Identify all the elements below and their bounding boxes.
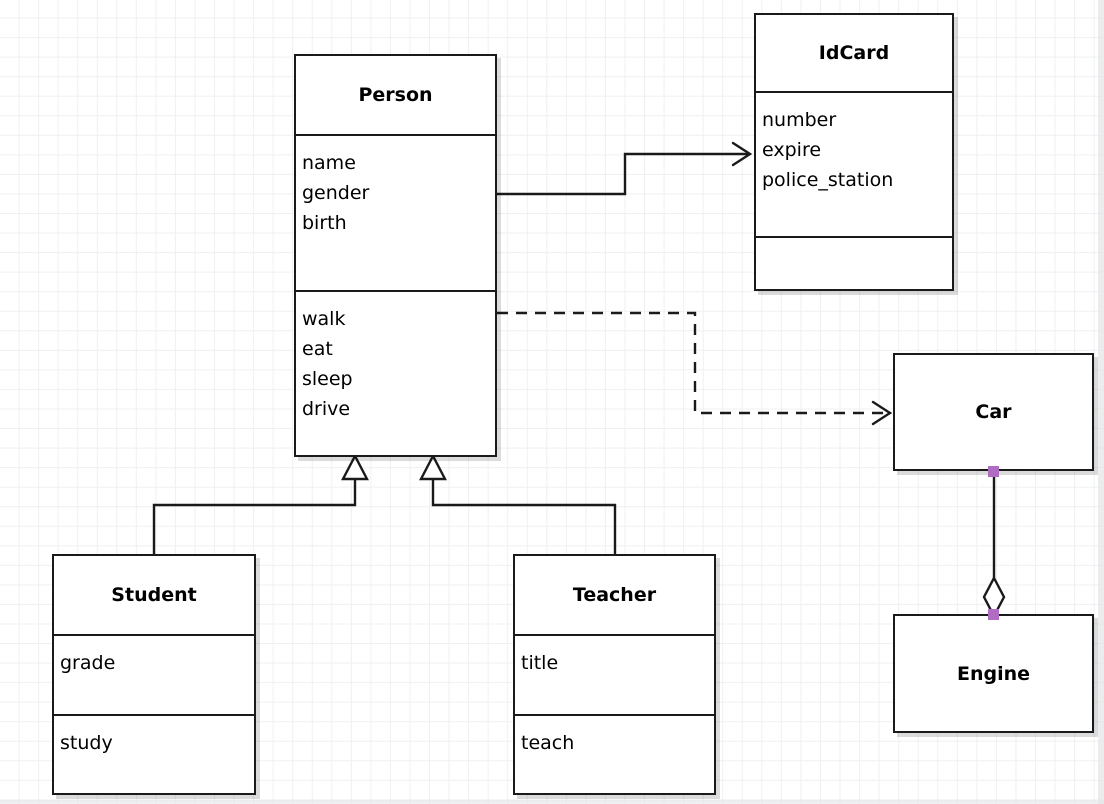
attributes-compartment-person: name gender birth — [296, 134, 495, 290]
page-margin-bottom — [0, 800, 1104, 804]
methods-compartment-idcard — [756, 236, 952, 289]
class-title-student: Student — [111, 584, 197, 606]
method-item: study — [60, 732, 113, 754]
method-item: walk — [302, 308, 346, 330]
edge-teacher-person[interactable] — [419, 453, 617, 554]
uml-class-person[interactable]: Person name gender birth walk eat sleep … — [294, 54, 497, 457]
page-margin-right — [1098, 0, 1104, 804]
attributes-compartment-teacher: title — [515, 634, 714, 714]
methods-compartment-teacher: teach — [515, 714, 714, 793]
attribute-item: title — [521, 652, 559, 674]
open-arrowhead-icon — [871, 400, 893, 426]
uml-class-car[interactable]: Car — [893, 353, 1094, 471]
edge-student-person[interactable] — [152, 453, 369, 554]
attribute-item: number — [762, 109, 837, 131]
methods-compartment-student: study — [54, 714, 254, 793]
edge-handle-car-end[interactable] — [988, 466, 999, 477]
attribute-item: birth — [302, 212, 347, 234]
attribute-item: gender — [302, 182, 370, 204]
class-title-teacher: Teacher — [572, 584, 657, 606]
attribute-item: police_station — [762, 169, 894, 191]
class-title-car: Car — [975, 401, 1012, 423]
attribute-item: grade — [60, 652, 116, 674]
hollow-triangle-icon — [419, 453, 447, 481]
attributes-compartment-student: grade — [54, 634, 254, 714]
uml-class-idcard[interactable]: IdCard number expire police_station — [754, 13, 954, 291]
class-title-idcard: IdCard — [818, 42, 890, 64]
edge-person-idcard[interactable] — [497, 141, 753, 196]
open-arrowhead-icon — [731, 141, 753, 167]
method-item: drive — [302, 398, 351, 420]
uml-class-teacher[interactable]: Teacher title teach — [513, 554, 716, 795]
attribute-item: name — [302, 152, 356, 174]
method-item: eat — [302, 338, 333, 360]
methods-compartment-person: walk eat sleep drive — [296, 290, 495, 457]
edge-person-car[interactable] — [497, 311, 893, 426]
uml-class-engine[interactable]: Engine — [893, 614, 1094, 733]
hollow-triangle-icon — [341, 453, 369, 481]
uml-class-student[interactable]: Student grade study — [52, 554, 256, 795]
class-title-person: Person — [358, 84, 433, 106]
edge-handle-engine-end[interactable] — [988, 609, 999, 620]
attribute-item: expire — [762, 139, 822, 161]
class-title-engine: Engine — [956, 662, 1031, 685]
method-item: sleep — [302, 368, 353, 390]
edge-car-engine[interactable] — [982, 471, 1006, 619]
method-item: teach — [521, 732, 575, 754]
attributes-compartment-idcard: number expire police_station — [756, 91, 952, 236]
